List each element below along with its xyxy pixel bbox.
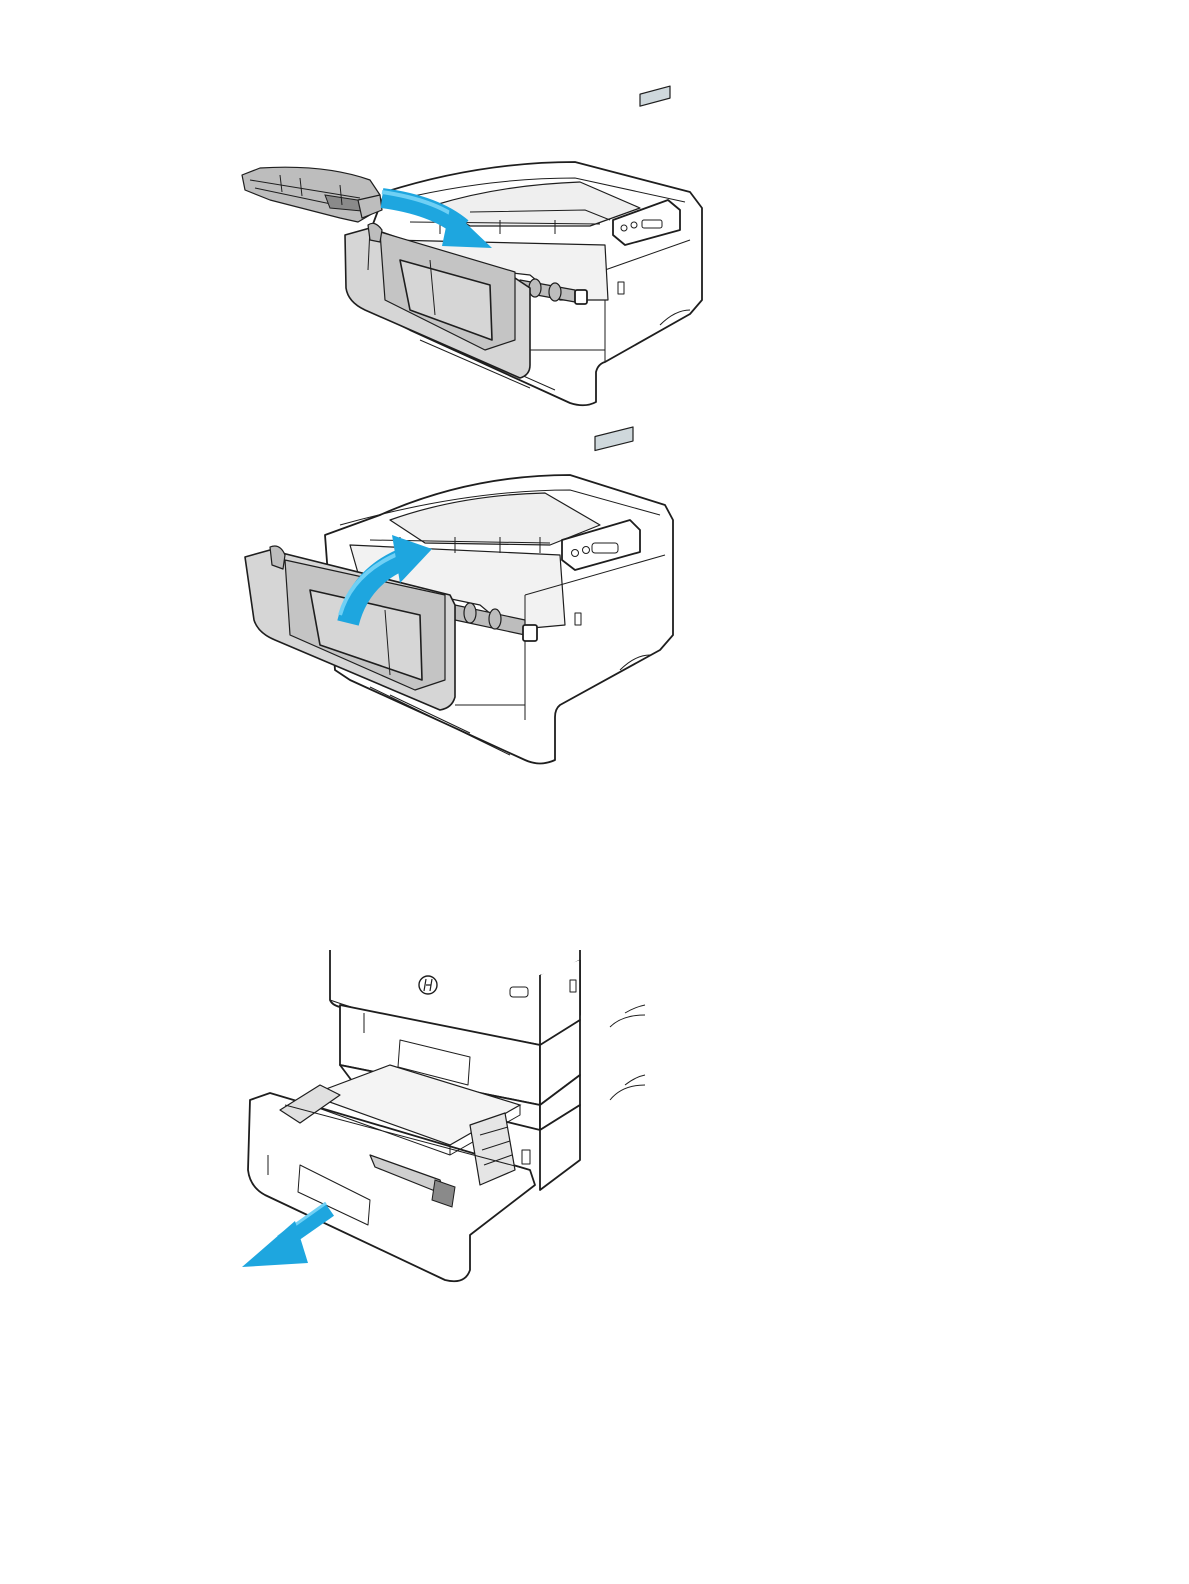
printer-illustration: [240, 465, 680, 765]
printer-illustration: [240, 945, 660, 1290]
figure-close-front-door: [240, 465, 680, 765]
pull-out-arrow-icon: [242, 1203, 330, 1267]
toner-cartridge: [242, 167, 382, 222]
hp-logo-icon: [419, 976, 437, 994]
figure-open-tray: [240, 945, 660, 1290]
figure-insert-toner-cartridge: [230, 150, 720, 415]
printer-illustration: [230, 150, 720, 415]
